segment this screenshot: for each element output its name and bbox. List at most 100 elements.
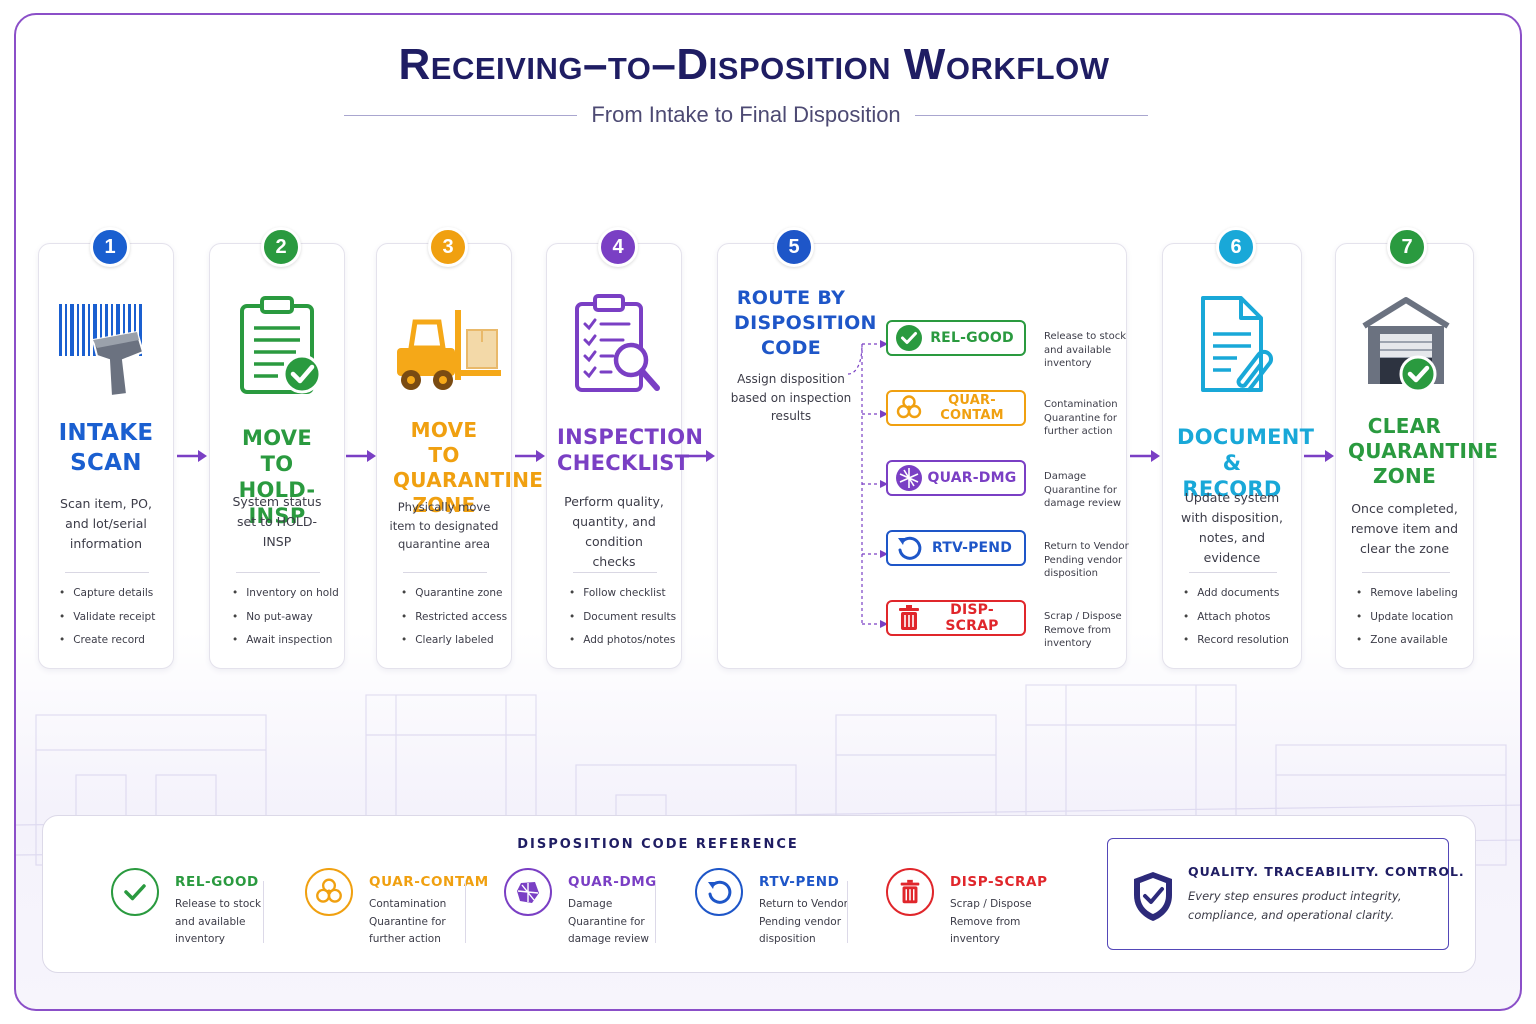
check-circle-icon bbox=[896, 325, 922, 351]
step-description: System status set to HOLD-INSP bbox=[232, 494, 322, 549]
flow-arrow-icon bbox=[346, 450, 376, 462]
step-divider bbox=[1362, 572, 1450, 573]
disposition-code-note: Release to stock and available inventory bbox=[1044, 331, 1127, 369]
step-number-badge: 6 bbox=[1216, 227, 1256, 267]
step-title: INTAKE SCAN bbox=[58, 420, 154, 476]
step-card-route-by-disposition-code: 5 ROUTE BY DISPOSITION CODE Assign dispo… bbox=[717, 227, 1129, 669]
biohazard-icon bbox=[896, 395, 922, 419]
disposition-code-note: Damage Quarantine for damage review bbox=[1044, 471, 1122, 509]
disposition-routing-connectors bbox=[848, 340, 888, 628]
disposition-code-quar-contam: QUAR-CONTAM bbox=[886, 390, 1026, 426]
disposition-code-quar-dmg: QUAR-DMG bbox=[886, 460, 1026, 496]
step-bullet: Await inspection bbox=[232, 629, 336, 653]
step-number-badge: 2 bbox=[261, 227, 301, 267]
reference-code: QUAR-DMG bbox=[568, 874, 657, 890]
step-description: Perform quality, quantity, and condition… bbox=[564, 494, 664, 569]
reference-description: Scrap / Dispose Remove from inventory bbox=[950, 898, 1032, 945]
reference-description: Contamination Quarantine for further act… bbox=[369, 898, 447, 945]
step-card-move-to-quarantine-zone: 3 MOVE TO QUARANTINE ZONE Physically mov… bbox=[376, 227, 544, 669]
flow-arrow-icon bbox=[1304, 450, 1334, 462]
subtitle-rule-left bbox=[344, 114, 578, 116]
clipboard-check-icon bbox=[240, 296, 322, 394]
disposition-code-label: QUAR-CONTAM bbox=[940, 393, 1004, 423]
step-bullet: Quarantine zone bbox=[401, 582, 503, 606]
reference-code: DISP-SCRAP bbox=[950, 874, 1048, 890]
disposition-code-rtv-pend: RTV-PEND bbox=[886, 530, 1026, 566]
step-title: MOVE TO QUARANTINE ZONE bbox=[393, 418, 544, 517]
damage-icon bbox=[504, 868, 552, 916]
step-bullet: Remove labeling bbox=[1356, 582, 1465, 606]
step-description: Physically move item to designated quara… bbox=[389, 500, 499, 551]
step-description: Scan item, PO, and lot/serial informatio… bbox=[60, 496, 152, 551]
step-bullet: Capture details bbox=[59, 582, 165, 606]
return-arrow-icon bbox=[695, 868, 743, 916]
quality-callout: QUALITY. TRACEABILITY. CONTROL. Every st… bbox=[1107, 838, 1464, 950]
step-card-intake-scan: 1 INTAKE SCAN Scan item, PO, and lot/ser… bbox=[38, 227, 174, 669]
disposition-code-note: Contamination Quarantine for further act… bbox=[1044, 399, 1118, 437]
page-title: Receiving–to–Disposition Workflow bbox=[398, 40, 1110, 89]
flow-arrow-icon bbox=[1130, 450, 1160, 462]
flow-arrow-icon bbox=[177, 450, 207, 462]
step-number-badge: 1 bbox=[90, 227, 130, 267]
step-bullet: Create record bbox=[59, 629, 165, 653]
step-bullet: Follow checklist bbox=[569, 582, 673, 606]
step-bullet: Update location bbox=[1356, 606, 1465, 630]
disposition-code-rel-good: REL-GOOD bbox=[886, 320, 1026, 356]
disposition-code-label: DISP-SCRAP bbox=[945, 602, 999, 634]
trash-icon bbox=[899, 605, 919, 630]
step-divider bbox=[1189, 572, 1277, 573]
subtitle-row: From Intake to Final Disposition bbox=[344, 100, 1148, 130]
forklift-icon bbox=[397, 310, 501, 390]
step-number-badge: 7 bbox=[1387, 227, 1427, 267]
step-card-clear-quarantine-zone: 7 CLEAR QUARANTINE ZONE Once completed, … bbox=[1335, 227, 1499, 669]
step-title: CLEAR QUARANTINE ZONE bbox=[1348, 414, 1499, 488]
document-paperclip-icon bbox=[1201, 296, 1274, 392]
step-bullet-list: Quarantine zone Restricted access Clearl… bbox=[401, 582, 507, 653]
shield-check-icon bbox=[1134, 872, 1172, 921]
biohazard-icon bbox=[305, 868, 353, 916]
step-title: INSPECTION CHECKLIST bbox=[557, 425, 704, 475]
reference-code: QUAR-CONTAM bbox=[369, 874, 489, 890]
subtitle-rule-right bbox=[914, 114, 1148, 116]
reference-description: Damage Quarantine for damage review bbox=[568, 898, 649, 945]
flow-arrow-icon bbox=[685, 450, 715, 462]
step-bullet: Zone available bbox=[1356, 629, 1465, 653]
step-description: Assign disposition based on inspection r… bbox=[730, 372, 852, 423]
step-title: MOVE TO HOLD-INSP bbox=[238, 426, 316, 528]
warehouse-check-icon bbox=[1362, 297, 1450, 392]
reference-description: Return to Vendor Pending vendor disposit… bbox=[759, 898, 848, 945]
disposition-code-note: Scrap / Dispose Remove from inventory bbox=[1044, 611, 1122, 649]
disposition-code-disp-scrap: DISP-SCRAP bbox=[886, 600, 1026, 636]
step-bullet-list: Capture details Validate receipt Create … bbox=[59, 582, 165, 653]
step-description: Update system with disposition, notes, a… bbox=[1181, 490, 1283, 565]
page-subtitle: From Intake to Final Disposition bbox=[591, 102, 901, 127]
disposition-code-note: Return to Vendor Pending vendor disposit… bbox=[1044, 541, 1129, 579]
step-bullet-list: Inventory on hold No put-away Await insp… bbox=[232, 582, 339, 653]
reference-code: REL-GOOD bbox=[175, 874, 259, 890]
flow-arrow-icon bbox=[515, 450, 545, 462]
step-divider bbox=[403, 572, 487, 573]
step-divider bbox=[573, 572, 657, 573]
step-bullet: Restricted access bbox=[401, 606, 507, 630]
step-bullet: Add documents bbox=[1183, 582, 1293, 606]
checklist-magnifier-icon bbox=[575, 294, 660, 392]
reference-divider bbox=[847, 881, 848, 943]
step-bullet: Clearly labeled bbox=[401, 629, 503, 653]
reference-description: Release to stock and available inventory bbox=[175, 898, 262, 945]
step-number-badge: 3 bbox=[428, 227, 468, 267]
step-card-document-and-record: 6 DOCUMENT & RECORD Update system with d… bbox=[1162, 227, 1314, 669]
step-bullet: Add photos/notes bbox=[569, 629, 675, 653]
trash-icon bbox=[886, 868, 934, 916]
reference-title: DISPOSITION CODE REFERENCE bbox=[517, 837, 799, 852]
reference-divider bbox=[263, 881, 264, 943]
step-number-badge: 4 bbox=[598, 227, 638, 267]
step-bullet-list: Add documents Attach photos Record resol… bbox=[1183, 582, 1293, 653]
quality-description: Every step ensures product integrity, co… bbox=[1188, 889, 1402, 922]
step-divider bbox=[65, 572, 149, 573]
reference-divider bbox=[465, 881, 466, 943]
step-card-move-to-hold-insp: 2 MOVE TO HOLD-INSP System status set to… bbox=[209, 227, 345, 669]
damage-icon bbox=[896, 465, 922, 491]
reference-divider bbox=[655, 881, 656, 943]
check-circle-icon bbox=[111, 868, 159, 916]
quality-title: QUALITY. TRACEABILITY. CONTROL. bbox=[1188, 864, 1465, 879]
